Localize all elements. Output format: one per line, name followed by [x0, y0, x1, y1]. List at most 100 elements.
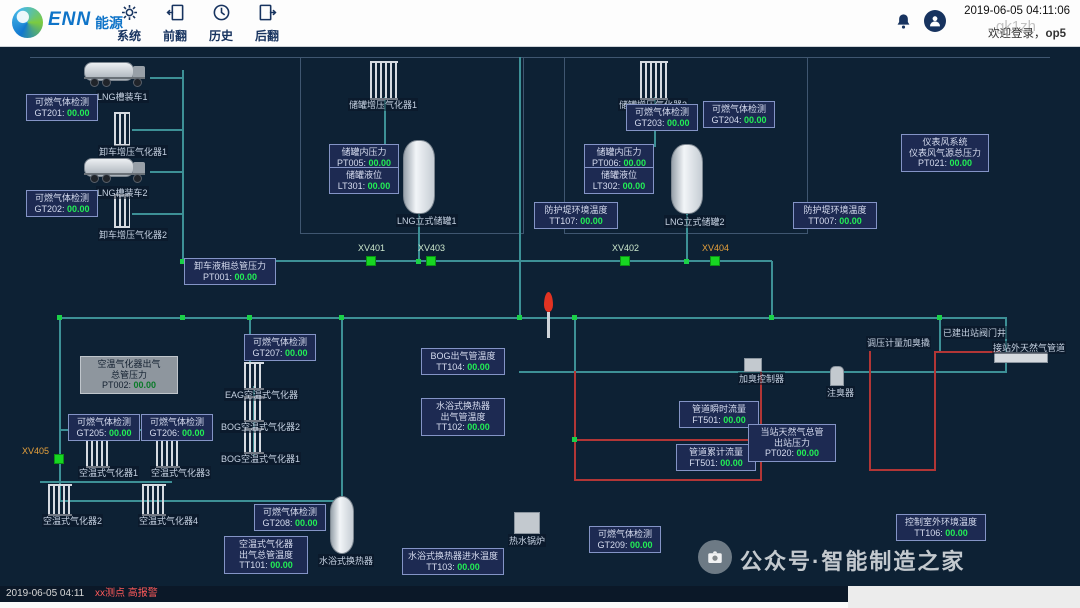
box-gt203[interactable]: 可燃气体检测 GT203: 00.00 — [626, 104, 698, 131]
lng-tank2-icon — [671, 144, 703, 214]
box-label: 可燃气体检测 — [262, 507, 317, 517]
pipe-segment — [771, 261, 773, 319]
valve-xv405[interactable] — [54, 454, 64, 464]
pipe-segment — [341, 317, 343, 497]
box-value-row: PT006: 00.00 — [591, 157, 647, 168]
pipe-unloading-header — [182, 260, 772, 262]
box-tt104[interactable]: BOG出气管温度 TT104: 00.00 — [421, 348, 505, 375]
box-gt204[interactable]: 可燃气体检测 GT204: 00.00 — [703, 101, 775, 128]
box-gt209[interactable]: 可燃气体检测 GT209: 00.00 — [589, 526, 661, 553]
welcome-label: 欢迎登录， — [988, 28, 1046, 40]
unloading-vaporizer2-icon — [114, 194, 130, 228]
unloading-vaporizer1-icon — [114, 112, 130, 146]
junction-dot — [517, 315, 522, 320]
box-pt020[interactable]: 当站天然气总管 出站压力 PT020: 00.00 — [748, 424, 836, 462]
page-prev-icon — [165, 4, 185, 26]
box-value-row: FT501: 00.00 — [689, 457, 743, 468]
box-tt007[interactable]: 防护堤环境温度 TT007: 00.00 — [793, 202, 877, 229]
box-value-row: TT007: 00.00 — [808, 215, 862, 226]
box-tt103[interactable]: 水浴式换热器进水温度 TT103: 00.00 — [402, 548, 504, 575]
label-external-pipeline: 接站外天然气管道 — [992, 341, 1067, 354]
box-gt206[interactable]: 可燃气体检测 GT206: 00.00 — [141, 414, 213, 441]
junction-dot — [572, 315, 577, 320]
box-value-row: TT102: 00.00 — [436, 422, 490, 432]
box-label: 仪表风系统 — [922, 137, 968, 147]
pipe-segment-red — [574, 371, 576, 481]
box-gt208[interactable]: 可燃气体检测 GT208: 00.00 — [254, 504, 326, 531]
valve-label-xv402: XV402 — [612, 243, 640, 253]
box-label: 防护堤环境温度 — [544, 205, 608, 215]
box-gt202[interactable]: 可燃气体检测 GT202: 00.00 — [26, 190, 98, 217]
menu-system[interactable]: 系统 — [108, 3, 150, 44]
wheel-icon — [133, 174, 142, 183]
box-tt106[interactable]: 控制室外环境温度 TT106: 00.00 — [896, 514, 986, 541]
tank-pressurize-vaporizer2-icon — [640, 61, 668, 100]
alarm-status-bar: 2019-06-05 04:11 xx测点 高报警 — [0, 586, 1080, 602]
box-pt002-vaporizer-header[interactable]: 空温气化器出气 总管压力 PT002: 00.00 — [80, 356, 178, 394]
valve-xv404[interactable] — [710, 256, 720, 266]
lng-truck1-cab-icon — [133, 66, 145, 79]
box-label: 储罐液位 — [345, 170, 382, 180]
box-gt201[interactable]: 可燃气体检测 GT201: 00.00 — [26, 94, 98, 121]
pipe-segment — [59, 317, 61, 502]
box-label: 可燃气体检测 — [34, 193, 89, 203]
user-avatar[interactable] — [924, 10, 946, 32]
label-hot-water-boiler: 热水锅炉 — [508, 534, 547, 547]
pipe-segment — [939, 317, 941, 353]
status-panel — [848, 586, 1080, 608]
box-label: 可燃气体检测 — [597, 529, 652, 539]
welcome-text: 欢迎登录，op5 — [988, 25, 1066, 41]
label-lng-tank2: LNG立式储罐2 — [664, 215, 726, 228]
box-label: 空温气化器出气 — [97, 359, 161, 369]
box-value-row: TT107: 00.00 — [549, 215, 603, 226]
box-pt001[interactable]: 卸车液相总管压力 PT001: 00.00 — [184, 258, 276, 285]
pipe-segment — [132, 213, 182, 215]
box-label: 管道瞬时流量 — [691, 404, 746, 414]
valve-xv401[interactable] — [366, 256, 376, 266]
box-value-row: GT209: 00.00 — [597, 539, 653, 550]
box-gt205[interactable]: 可燃气体检测 GT205: 00.00 — [68, 414, 140, 441]
pipe-segment-red — [934, 351, 936, 471]
box-value-row: GT207: 00.00 — [252, 347, 308, 358]
box-label: 出气总管温度 — [238, 549, 293, 560]
pipe-mid-header — [60, 317, 1006, 319]
junction-dot — [416, 259, 421, 264]
lng-truck2-chassis — [84, 173, 145, 175]
pipe-segment — [519, 57, 521, 318]
junction-dot — [937, 315, 942, 320]
notification-bell-icon[interactable] — [894, 12, 913, 36]
menu-prev-page[interactable]: 前翻 — [154, 3, 196, 44]
history-clock-icon — [212, 4, 231, 26]
box-gt207[interactable]: 可燃气体检测 GT207: 00.00 — [244, 334, 316, 361]
wheel-icon — [90, 78, 99, 87]
box-label: 防护堤环境温度 — [803, 205, 867, 215]
box-lt302[interactable]: 储罐液位 LT302: 00.00 — [584, 167, 654, 194]
label-bog-vaporizer1: BOG空温式气化器1 — [220, 452, 302, 465]
box-ft501-total[interactable]: 管道累计流量 FT501: 00.00 — [676, 444, 756, 471]
odorant-controller-icon — [744, 358, 762, 372]
box-label: 管道累计流量 — [688, 447, 743, 457]
box-tt107[interactable]: 防护堤环境温度 TT107: 00.00 — [534, 202, 618, 229]
menu-next-page[interactable]: 后翻 — [246, 3, 288, 44]
box-tt101[interactable]: 空温式气化器 出气总管温度 TT101: 00.00 — [224, 536, 308, 574]
box-ft501-flow[interactable]: 管道瞬时流量 FT501: 00.00 — [679, 401, 759, 428]
box-tt102[interactable]: 水浴式换热器 出气管温度 TT102: 00.00 — [421, 398, 505, 436]
box-value-row: PT021: 00.00 — [917, 158, 973, 168]
box-pt021-instrument-air[interactable]: 仪表风系统 仪表风气源总压力 PT021: 00.00 — [901, 134, 989, 172]
tank-pressurize-vaporizer1-icon — [370, 61, 398, 100]
box-label: 可燃气体检测 — [149, 417, 204, 427]
box-label: 水浴式换热器 — [435, 401, 490, 411]
eag-vaporizer-icon — [244, 362, 264, 390]
logged-in-user: op5 — [1045, 28, 1066, 40]
box-lt301[interactable]: 储罐液位 LT301: 00.00 — [329, 167, 399, 194]
pipe-segment — [384, 97, 386, 147]
valve-xv403[interactable] — [426, 256, 436, 266]
valve-xv402[interactable] — [620, 256, 630, 266]
box-label: 可燃气体检测 — [34, 97, 89, 107]
menu-history[interactable]: 历史 — [200, 3, 242, 44]
box-value-row: LT301: 00.00 — [337, 180, 391, 191]
label-odorant-injector: 注臭器 — [826, 386, 856, 399]
logo-subtext: 能源 — [95, 15, 123, 31]
box-pt005[interactable]: 储罐内压力 PT005: 00.00 — [329, 144, 399, 171]
water-bath-heater-icon — [330, 496, 354, 554]
